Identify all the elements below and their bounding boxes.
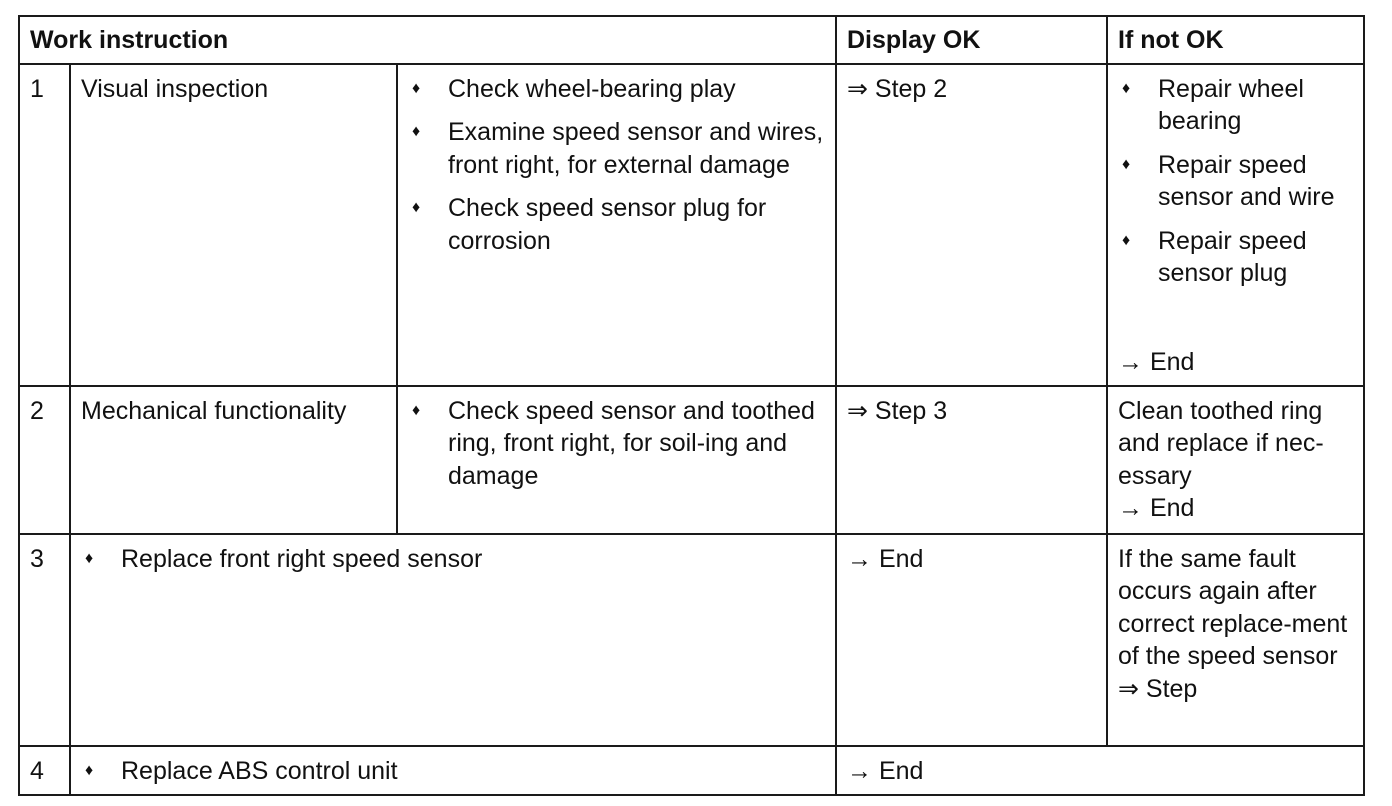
remedy-list: ♦ Repair wheel bearing ♦ Repair speed sens… — [1118, 73, 1353, 290]
table-row: 3 ♦ Replace front right speed sensor → En… — [18, 532, 1365, 747]
list-item: ♦ Check speed sensor plug for corrosion — [408, 192, 825, 257]
remedy-text: Repair speed sensor plug — [1158, 226, 1307, 288]
header-if-not-ok: If not OK — [1106, 15, 1365, 65]
remedy-text: Repair wheel bearing — [1158, 74, 1304, 136]
list-item: ♦ Check wheel-bearing play — [408, 73, 825, 106]
display-ok-cell: → End — [835, 744, 1365, 796]
step-number: 2 — [18, 384, 71, 535]
step-actions: ♦ Check speed sensor and toothed ring, fr… — [396, 384, 837, 535]
diamond-bullet-icon: ♦ — [412, 199, 421, 216]
action-text: Examine speed sensor and wires, front ri… — [448, 118, 824, 179]
step-number: 3 — [18, 532, 71, 747]
diamond-bullet-icon: ♦ — [412, 79, 421, 97]
header-work-instruction: Work instruction — [18, 15, 837, 65]
step-link: ⇒ Step — [1118, 674, 1198, 703]
step-actions: ♦ Check wheel-bearing play ♦ Examine speed… — [396, 62, 837, 387]
table-row: 4 ♦ Replace ABS control unit → End — [18, 744, 1365, 796]
list-item: ♦ Examine speed sensor and wires, front r… — [408, 116, 825, 181]
list-item: ♦ Replace ABS control unit — [81, 755, 825, 788]
action-text: Check speed sensor and toothed ring, fro… — [448, 396, 815, 490]
list-item: ♦ Repair speed sensor and wire — [1118, 149, 1353, 214]
diamond-bullet-icon: ♦ — [412, 401, 421, 419]
step-number: 1 — [18, 62, 71, 387]
list-item: ♦ Replace front right speed sensor — [81, 543, 825, 576]
diamond-bullet-icon: ♦ — [1122, 79, 1131, 97]
diamond-bullet-icon: ♦ — [85, 549, 94, 567]
header-row: Work instruction Display OK If not OK — [18, 15, 1365, 65]
remedy-text: Clean toothed ring and replace if nec-es… — [1118, 396, 1324, 490]
diamond-bullet-icon: ♦ — [412, 123, 421, 140]
diamond-bullet-icon: ♦ — [85, 761, 94, 779]
step-title: Mechanical functionality — [69, 384, 398, 535]
action-text: Check wheel-bearing play — [448, 74, 736, 103]
display-ok-cell: ⇒ Step 3 — [835, 384, 1108, 535]
display-ok-cell: → End — [835, 532, 1108, 747]
step-actions: ♦ Replace ABS control unit — [69, 744, 837, 796]
diamond-bullet-icon: ♦ — [1122, 155, 1131, 173]
table-row: 2 Mechanical functionality ♦ Check speed … — [18, 384, 1365, 535]
action-text: Replace ABS control unit — [121, 756, 398, 785]
if-not-ok-cell: ♦ Repair wheel bearing ♦ Repair speed sens… — [1106, 62, 1365, 387]
action-list: ♦ Check speed sensor and toothed ring, fr… — [408, 395, 825, 493]
step-actions: ♦ Replace front right speed sensor — [69, 532, 837, 747]
header-display-ok: Display OK — [835, 15, 1108, 65]
end-link: → End — [1118, 348, 1195, 376]
diamond-bullet-icon: ♦ — [1122, 231, 1131, 249]
display-ok-cell: ⇒ Step 2 — [835, 62, 1108, 387]
list-item: ♦ Check speed sensor and toothed ring, fr… — [408, 395, 825, 493]
action-list: ♦ Check wheel-bearing play ♦ Examine speed… — [408, 73, 825, 258]
work-instruction-table: Work instruction Display OK If not OK 1 … — [18, 15, 1365, 796]
table-row: 1 Visual inspection ♦ Check wheel-bearing… — [18, 62, 1365, 387]
action-text: Check speed sensor plug for corrosion — [448, 194, 767, 255]
list-item: ♦ Repair wheel bearing — [1118, 73, 1353, 138]
end-link: → End — [1118, 494, 1195, 522]
action-text: Replace front right speed sensor — [121, 544, 483, 573]
remedy-text: Repair speed sensor and wire — [1158, 150, 1335, 212]
if-not-ok-cell: If the same fault occurs again after cor… — [1106, 532, 1365, 747]
step-title: Visual inspection — [69, 62, 398, 387]
if-not-ok-cell: Clean toothed ring and replace if nec-es… — [1106, 384, 1365, 535]
remedy-text: If the same fault occurs again after cor… — [1118, 544, 1348, 671]
step-number: 4 — [18, 744, 71, 796]
list-item: ♦ Repair speed sensor plug — [1118, 225, 1353, 290]
